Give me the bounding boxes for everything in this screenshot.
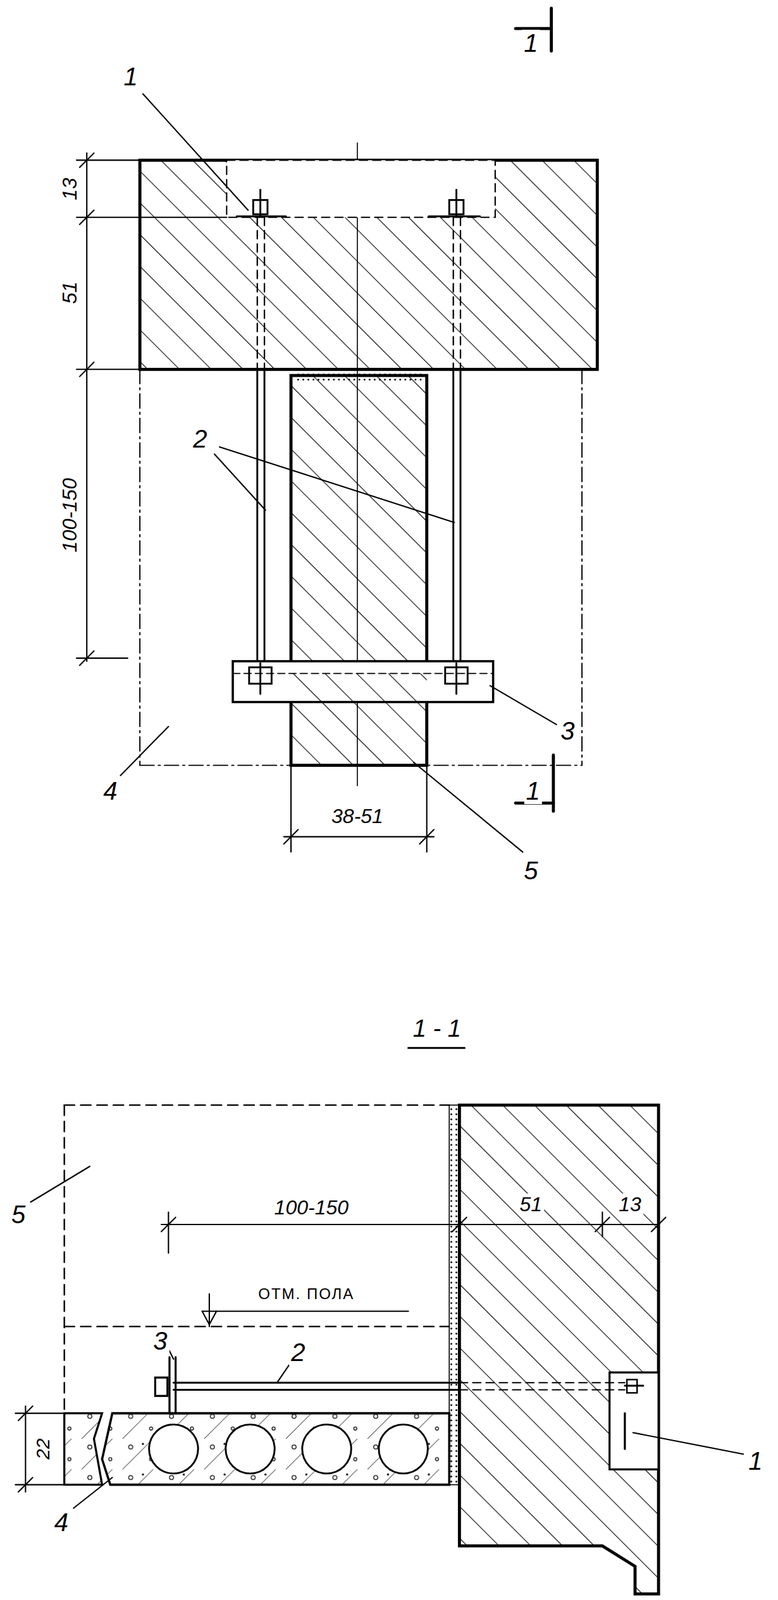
callout-number: 5: [521, 857, 540, 885]
callout-number: 3: [558, 717, 577, 745]
callout-number: 1: [746, 1448, 765, 1476]
dimension-text: 51: [58, 279, 81, 307]
dimension-text: 38-51: [329, 805, 386, 828]
callout-number: 2: [191, 425, 209, 453]
callout-number: 1: [523, 778, 542, 805]
callout-number: 4: [101, 778, 119, 805]
callout-number: 4: [52, 1509, 71, 1537]
callout-number: 3: [151, 1328, 169, 1355]
callout-number: 2: [289, 1339, 307, 1367]
dimension-text: 51: [518, 1194, 545, 1216]
section-title: 1 - 1: [411, 1016, 464, 1042]
dimension-text: 13: [616, 1194, 644, 1216]
dimension-text: 100-150: [58, 476, 81, 555]
dimension-text: 13: [58, 175, 81, 203]
callout-number: 1: [521, 29, 540, 57]
dimension-text: 100-150: [272, 1197, 351, 1219]
level-note: ОТМ. ПОЛА: [256, 1286, 357, 1303]
callout-number: 1: [121, 63, 140, 90]
callout-number: 5: [9, 1201, 28, 1229]
dimension-text: 22: [32, 1437, 54, 1462]
